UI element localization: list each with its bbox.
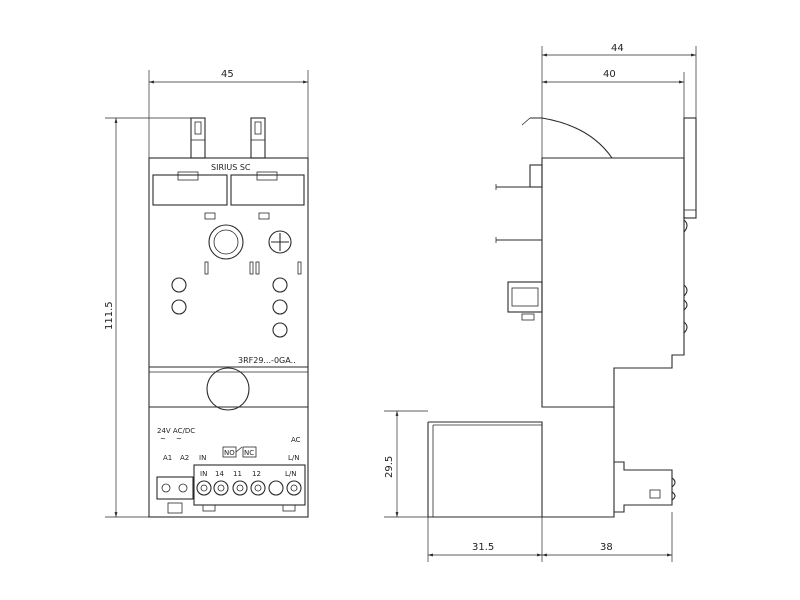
dim-side-bottom-right-label: 38 xyxy=(600,542,613,553)
side-mount-base xyxy=(428,407,615,518)
ac-label: AC xyxy=(291,436,301,444)
potentiometer-icon xyxy=(268,230,292,254)
contact-labels: NO NC xyxy=(222,446,257,458)
dim-side-overall-width-label: 44 xyxy=(611,43,624,54)
side-terminal-plug xyxy=(614,461,676,513)
top-connector-left xyxy=(190,117,206,159)
output-terminal-block: IN 14 11 12 L/N xyxy=(193,464,306,512)
mounting-knob xyxy=(206,367,250,411)
supply-terminal-block xyxy=(156,476,194,514)
front-view: SIRIUS SC xyxy=(104,69,309,518)
dim-side-width: 40 xyxy=(542,69,685,118)
side-housing-outline xyxy=(541,157,685,408)
top-terminal-block-left xyxy=(152,171,228,206)
svg-text:~: ~ xyxy=(160,435,166,443)
ln-label: L/N xyxy=(288,454,300,462)
dim-side-lower-height-label: 29.5 xyxy=(384,456,395,478)
terminal-num-in: IN xyxy=(200,470,207,478)
led-indicators-left xyxy=(171,277,187,315)
led-marker-left xyxy=(204,212,216,220)
side-view: 44 40 29.5 31.5 38 xyxy=(384,43,697,562)
model-label: 3RF29...-0GA.. xyxy=(238,356,296,365)
brand-label: SIRIUS SC xyxy=(211,163,251,172)
terminal-label-a1: A1 xyxy=(163,454,172,462)
housing-outline xyxy=(148,157,309,518)
led-indicators-right xyxy=(272,277,288,338)
dim-side-width-label: 40 xyxy=(603,69,616,80)
terminal-num-14: 14 xyxy=(215,470,224,478)
terminal-label-a2: A2 xyxy=(180,454,189,462)
dim-front-width-label: 45 xyxy=(221,69,234,80)
side-pin-top xyxy=(495,164,543,190)
contact-label-nc: NC xyxy=(244,449,254,457)
dim-side-lower-height: 29.5 xyxy=(384,410,428,518)
dim-front-height: 111.5 xyxy=(104,117,191,518)
dim-side-bottom: 31.5 38 xyxy=(427,512,673,562)
dim-side-bottom-left-label: 31.5 xyxy=(472,542,494,553)
dim-side-overall-width: 44 xyxy=(541,43,697,158)
contact-label-no: NO xyxy=(224,449,235,457)
top-terminal-block-right xyxy=(230,171,305,206)
svg-text:~: ~ xyxy=(176,435,182,443)
top-connector-right xyxy=(250,117,266,159)
led-marker-right xyxy=(258,212,270,220)
side-pin-middle xyxy=(495,237,542,243)
terminal-num-ln: L/N xyxy=(285,470,297,478)
supply-label: 24V AC/DC xyxy=(157,427,195,435)
terminal-label-in: IN xyxy=(199,454,206,462)
terminal-num-11: 11 xyxy=(233,470,242,478)
dim-front-width: 45 xyxy=(148,69,309,158)
dim-front-height-label: 111.5 xyxy=(104,301,115,330)
round-knob xyxy=(208,224,244,260)
terminal-num-12: 12 xyxy=(252,470,261,478)
side-connector xyxy=(507,281,543,321)
